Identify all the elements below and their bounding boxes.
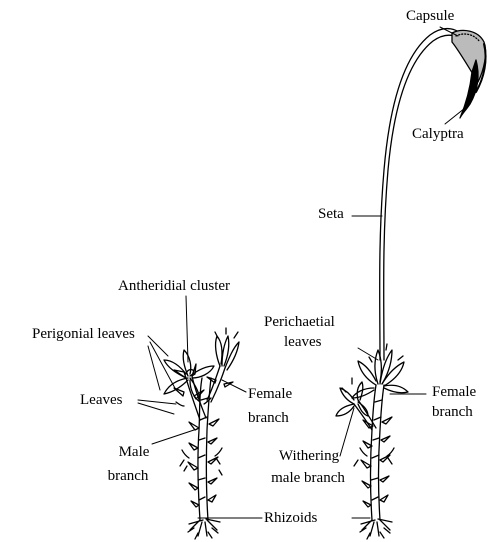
female-branch-left-label-line2: branch [248, 410, 289, 426]
perigonial-leaves-label: Perigonial leaves [32, 326, 135, 342]
leader-perigonial-2 [147, 345, 161, 391]
right-perichaetial-cluster [351, 343, 409, 399]
rhizoids-label: Rhizoids [264, 510, 318, 526]
leaves-label: Leaves [80, 392, 123, 408]
left-rhizoids [187, 518, 221, 540]
right-rhizoids [359, 518, 393, 540]
left-stem-leaves [179, 418, 223, 508]
female-branch-right-label-line2: branch [432, 404, 473, 420]
perichaetial-leaves-label-line2: leaves [284, 334, 322, 350]
male-branch-label-line2: branch [107, 468, 149, 484]
right-plant-stem [369, 384, 385, 521]
seta-label: Seta [318, 206, 344, 222]
calyptra [459, 43, 487, 119]
leader-perigonial-3 [149, 341, 177, 391]
leader-capsule [439, 26, 459, 37]
left-perigonial-rosette [163, 349, 215, 403]
female-branch-right-label-line1: Female [432, 384, 477, 400]
female-branch-left-label-line1: Female [248, 386, 293, 402]
leader-withering [339, 407, 355, 457]
leader-leaves-2 [137, 402, 175, 415]
capsule-label: Capsule [406, 8, 455, 24]
right-withering-male-branch [335, 377, 377, 431]
withering-male-branch-label-line2: male branch [271, 470, 345, 486]
withering-male-branch-label-line1: Withering [278, 448, 340, 464]
seta [379, 27, 469, 361]
leader-antheridial [185, 295, 189, 363]
leader-male [151, 429, 195, 445]
leader-perigonial-1 [147, 335, 169, 357]
left-female-branch [206, 327, 240, 403]
leader-calyptra [444, 103, 471, 125]
capsule [451, 29, 487, 83]
male-branch-label-line1: Male [118, 444, 150, 460]
calyptra-label: Calyptra [412, 126, 464, 142]
leader-lines [137, 26, 471, 519]
leader-perichaetial [357, 347, 379, 361]
perichaetial-leaves-label-line1: Perichaetial [264, 314, 335, 330]
antheridial-cluster-label: Antheridial cluster [118, 278, 231, 294]
leader-leaves-1 [137, 399, 177, 405]
right-stem-leaves [353, 416, 395, 508]
leader-female-left [221, 379, 247, 393]
